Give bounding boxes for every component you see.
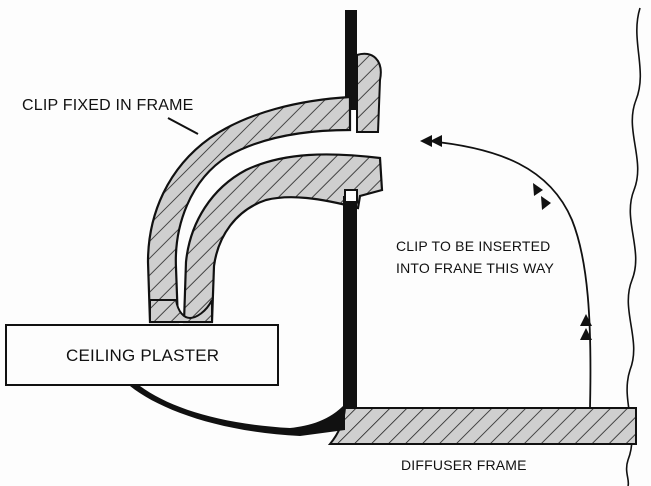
frame-notch xyxy=(344,189,358,203)
insertion-path-curve xyxy=(427,140,592,409)
arrow-mid-1 xyxy=(533,183,543,196)
label-diffuser-frame: DIFFUSER FRAME xyxy=(401,457,527,473)
clip-foot xyxy=(149,299,213,323)
clip-leader-line xyxy=(167,117,199,135)
arrow-low-1 xyxy=(580,314,592,326)
frame-lower-fin xyxy=(343,196,357,410)
label-insert-line2: INTO FRANE THIS WAY xyxy=(396,260,555,276)
arrow-mid-2 xyxy=(541,196,551,210)
label-ceiling-plaster: CEILING PLASTER xyxy=(66,346,219,365)
arrow-top-1 xyxy=(420,135,432,147)
frame-top-hook xyxy=(356,52,382,133)
wall-break-line xyxy=(625,7,642,486)
label-insert-line1: CLIP TO BE INSERTED xyxy=(396,238,551,254)
arrow-low-2 xyxy=(580,328,592,340)
clip-outer-arc xyxy=(146,95,352,324)
label-clip-fixed: CLIP FIXED IN FRAME xyxy=(22,97,194,114)
arrow-top-2 xyxy=(430,135,442,147)
frame-lip xyxy=(130,386,345,436)
ceiling-plaster xyxy=(5,324,279,386)
frame-upper-fin xyxy=(345,10,357,110)
diffuser-flange xyxy=(327,407,637,445)
